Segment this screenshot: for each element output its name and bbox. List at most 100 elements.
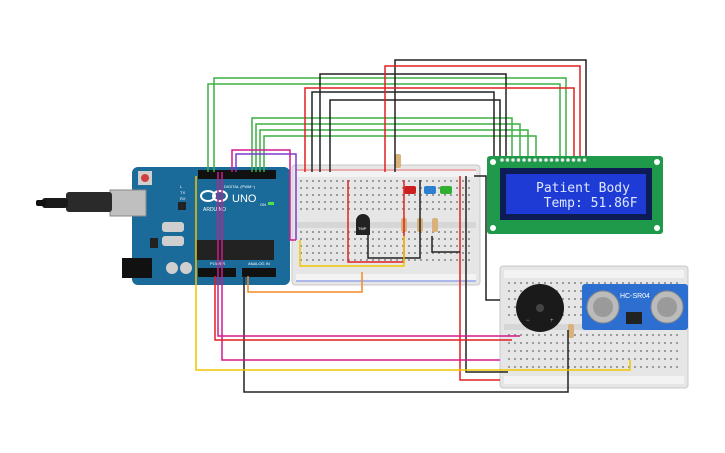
svg-text:−: − xyxy=(526,318,530,324)
breadboard-hole xyxy=(426,252,428,254)
lcd-pin xyxy=(544,158,548,162)
breadboard-hole xyxy=(438,245,440,247)
breadboard-hole xyxy=(634,342,636,344)
breadboard-hole xyxy=(306,187,308,189)
breadboard-hole xyxy=(318,259,320,261)
breadboard-hole xyxy=(640,342,642,344)
breadboard-hole xyxy=(324,180,326,182)
breadboard-hole xyxy=(628,342,630,344)
breadboard-hole xyxy=(450,252,452,254)
breadboard-hole xyxy=(610,342,612,344)
breadboard-hole xyxy=(378,245,380,247)
breadboard-hole xyxy=(366,194,368,196)
breadboard-hole xyxy=(622,350,624,352)
breadboard-hole xyxy=(514,342,516,344)
breadboard-hole xyxy=(652,350,654,352)
breadboard-hole xyxy=(300,187,302,189)
breadboard-hole xyxy=(456,231,458,233)
breadboard-hole xyxy=(456,245,458,247)
lcd-pin xyxy=(527,158,532,162)
lcd-line-2: Temp: 51.86F xyxy=(528,196,638,211)
breadboard-hole xyxy=(426,259,428,261)
breadboard-hole xyxy=(468,194,470,196)
breadboard-hole xyxy=(622,342,624,344)
breadboard-hole xyxy=(574,366,576,368)
breadboard-hole xyxy=(438,252,440,254)
breadboard-hole xyxy=(324,259,326,261)
breadboard-hole xyxy=(592,358,594,360)
breadboard-hole xyxy=(646,366,648,368)
breadboard-hole xyxy=(444,194,446,196)
breadboard-hole xyxy=(604,350,606,352)
breadboard-hole xyxy=(616,334,618,336)
breadboard-hole xyxy=(508,282,510,284)
analog-header xyxy=(242,268,276,277)
breadboard-hole xyxy=(426,238,428,240)
breadboard-hole xyxy=(592,350,594,352)
breadboard-hole xyxy=(408,252,410,254)
ultrasonic-sensor: HC-SR04 xyxy=(582,284,688,330)
breadboard-hole xyxy=(366,259,368,261)
breadboard-hole xyxy=(306,180,308,182)
breadboard-hole xyxy=(384,187,386,189)
breadboard-hole xyxy=(378,252,380,254)
breadboard-hole xyxy=(372,231,374,233)
breadboard-hole xyxy=(384,231,386,233)
breadboard-hole xyxy=(336,238,338,240)
on-led xyxy=(268,202,274,205)
breadboard-hole xyxy=(396,194,398,196)
breadboard-hole xyxy=(670,334,672,336)
piezo-buzzer: − + xyxy=(516,284,564,332)
breadboard-hole xyxy=(568,342,570,344)
breadboard-hole xyxy=(330,187,332,189)
breadboard-hole xyxy=(556,342,558,344)
breadboard-hole xyxy=(306,245,308,247)
breadboard-hole xyxy=(378,231,380,233)
breadboard-hole xyxy=(532,350,534,352)
breadboard-hole xyxy=(628,366,630,368)
breadboard-hole xyxy=(550,350,552,352)
breadboard-hole xyxy=(586,358,588,360)
breadboard-hole xyxy=(414,259,416,261)
breadboard-hole xyxy=(508,334,510,336)
breadboard-hole xyxy=(324,194,326,196)
breadboard-hole xyxy=(670,358,672,360)
breadboard-hole xyxy=(348,238,350,240)
breadboard-hole xyxy=(604,334,606,336)
breadboard-hole xyxy=(676,342,678,344)
breadboard-hole xyxy=(330,252,332,254)
breadboard-hole xyxy=(646,282,648,284)
breadboard-hole xyxy=(420,208,422,210)
breadboard-hole xyxy=(580,366,582,368)
breadboard-hole xyxy=(514,350,516,352)
breadboard-hole xyxy=(586,282,588,284)
digital-header xyxy=(198,170,276,179)
breadboard-hole xyxy=(348,231,350,233)
breadboard-hole xyxy=(336,208,338,210)
breadboard-hole xyxy=(544,358,546,360)
breadboard-hole xyxy=(426,194,428,196)
breadboard-hole xyxy=(508,342,510,344)
breadboard-hole xyxy=(514,306,516,308)
breadboard-hole xyxy=(366,245,368,247)
breadboard-hole xyxy=(450,194,452,196)
breadboard-hole xyxy=(330,259,332,261)
svg-text:+: + xyxy=(550,318,554,324)
breadboard-hole xyxy=(568,314,570,316)
breadboard-hole xyxy=(610,334,612,336)
breadboard-hole xyxy=(604,366,606,368)
breadboard-hole xyxy=(318,187,320,189)
breadboard-hole xyxy=(652,358,654,360)
breadboard-hole xyxy=(378,259,380,261)
breadboard-hole xyxy=(300,194,302,196)
breadboard-hole xyxy=(414,245,416,247)
breadboard-hole xyxy=(318,180,320,182)
breadboard-hole xyxy=(432,208,434,210)
breadboard-hole xyxy=(414,252,416,254)
breadboard-hole xyxy=(378,187,380,189)
breadboard-hole xyxy=(444,238,446,240)
breadboard-main xyxy=(291,164,481,286)
breadboard-hole xyxy=(664,334,666,336)
breadboard-hole xyxy=(664,358,666,360)
breadboard-hole xyxy=(384,208,386,210)
